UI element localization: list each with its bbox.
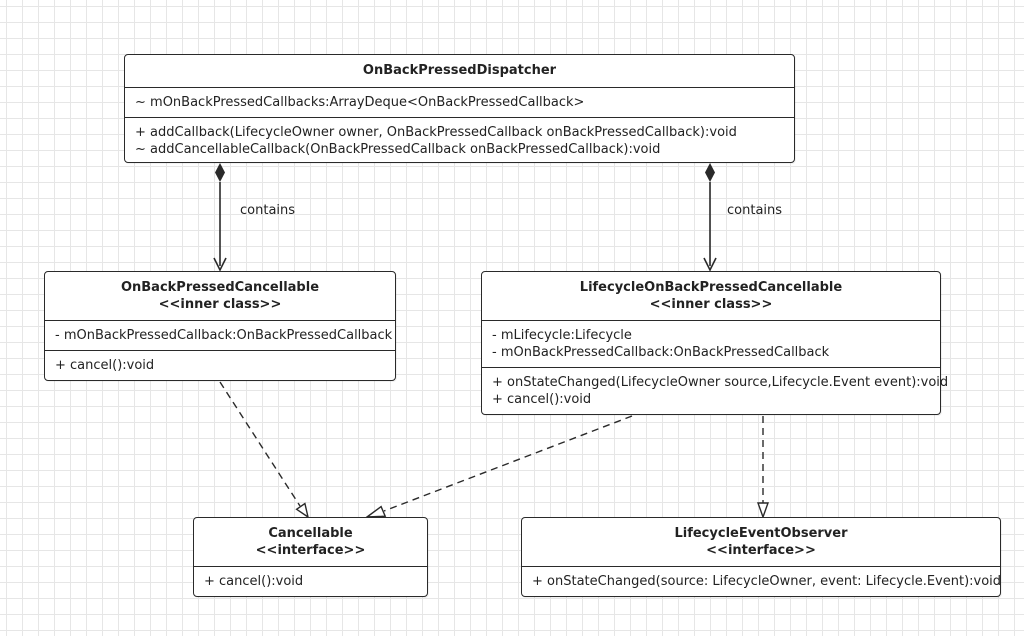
attributes-section: ~ mOnBackPressedCallbacks:ArrayDeque<OnB… [125,87,794,117]
method: + cancel():void [492,392,592,407]
attributes-section: - mOnBackPressedCallback:OnBackPressedCa… [45,320,395,350]
realization-line-lifecycle-to-cancellable [383,415,633,512]
arrowhead-left [213,257,227,272]
method: + cancel():void [55,358,155,373]
method: ~ addCancellableCallback(OnBackPressedCa… [135,142,661,157]
class-name: LifecycleEventObserver <<interface>> [522,518,1000,566]
methods-section: + cancel():void [194,566,427,595]
attribute: - mOnBackPressedCallback:OnBackPressedCa… [55,328,393,343]
class-name: Cancellable <<interface>> [194,518,427,566]
interface-lifecycleeventobserver: LifecycleEventObserver <<interface>> + o… [521,517,1001,597]
contains-label-left: contains [240,203,296,218]
method: + onStateChanged(LifecycleOwner source,L… [492,375,949,390]
stereotype: <<inner class>> [158,297,282,312]
methods-section: + cancel():void [45,350,395,379]
class-onbackpresseddispatcher: OnBackPressedDispatcher ~ mOnBackPressed… [124,54,795,163]
attributes-section: - mLifecycle:Lifecycle - mOnBackPressedC… [482,320,940,367]
composition-diamond-right [705,163,715,182]
realization-line-inner-to-cancellable [219,381,301,507]
stereotype: <<inner class>> [649,297,773,312]
attribute: - mLifecycle:Lifecycle [492,328,632,343]
realization-arrow-lifecycle-to-cancellable [364,505,387,518]
attribute: - mOnBackPressedCallback:OnBackPressedCa… [492,345,830,360]
method: + addCallback(LifecycleOwner owner, OnBa… [135,125,737,140]
methods-section: + addCallback(LifecycleOwner owner, OnBa… [125,117,794,163]
methods-section: + onStateChanged(source: LifecycleOwner,… [522,566,1002,595]
method: + onStateChanged(source: LifecycleOwner,… [532,574,1002,589]
stereotype: <<interface>> [255,543,366,558]
class-onbackpressedcancellable: OnBackPressedCancellable <<inner class>>… [44,271,396,381]
attribute: ~ mOnBackPressedCallbacks:ArrayDeque<OnB… [135,95,585,110]
realization-arrow-inner-to-cancellable [295,502,310,519]
composition-diamond-left [215,163,225,182]
methods-section: + onStateChanged(LifecycleOwner source,L… [482,367,949,413]
method: + cancel():void [204,574,304,589]
stereotype: <<interface>> [706,543,816,558]
contains-label-right: contains [727,203,783,218]
class-name: LifecycleOnBackPressedCancellable <<inne… [482,272,940,320]
interface-cancellable: Cancellable <<interface>> + cancel():voi… [193,517,428,597]
realization-arrow-lifecycle-to-observer [757,502,769,520]
class-name: OnBackPressedCancellable <<inner class>> [45,272,395,320]
class-lifecycleonbackpressedcancellable: LifecycleOnBackPressedCancellable <<inne… [481,271,949,415]
class-name: OnBackPressedDispatcher [362,63,557,78]
arrowhead-right [703,257,717,272]
